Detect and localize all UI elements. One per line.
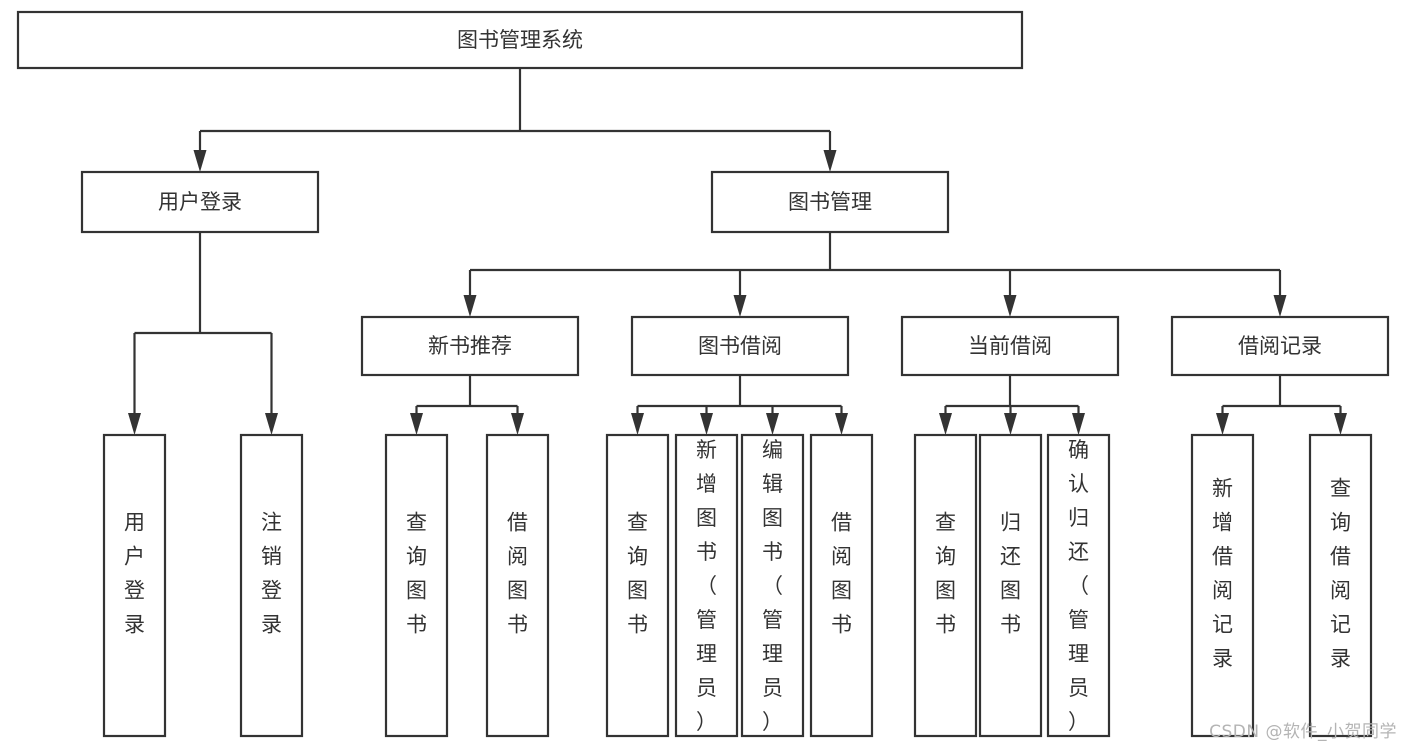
- connector-group-current-borrow: [939, 375, 1085, 435]
- connector-group-user-login: [128, 232, 278, 435]
- node-label: 当前借阅: [968, 334, 1052, 358]
- node-leaf-return-book[interactable]: 归还图书: [978, 433, 1043, 738]
- node-leaf-edit-book[interactable]: 编辑图书（管理员）: [740, 433, 805, 738]
- node-leaf-query-book-bb[interactable]: 查询图书: [605, 433, 670, 738]
- connector-group-book-borrow: [631, 375, 848, 435]
- node-leaf-confirm-return[interactable]: 确认归还（管理员）: [1046, 433, 1111, 738]
- node-layer: 图书管理系统用户登录图书管理新书推荐图书借阅当前借阅借阅记录用户登录注销登录查询…: [16, 10, 1390, 738]
- node-leaf-query-book-cb[interactable]: 查询图书: [913, 433, 978, 738]
- node-label: 注销登录: [261, 511, 282, 637]
- node-box: [1190, 433, 1255, 738]
- node-label: 查询图书: [406, 511, 427, 637]
- node-book-borrow[interactable]: 图书借阅: [630, 315, 850, 377]
- connector-group-root: [193, 68, 837, 172]
- node-label: 用户登录: [124, 511, 145, 637]
- arrow-head-icon: [410, 413, 423, 435]
- arrow-head-icon: [939, 413, 952, 435]
- arrow-head-icon: [835, 413, 848, 435]
- node-box: [485, 433, 550, 738]
- arrow-head-icon: [463, 295, 477, 317]
- node-box: [605, 433, 670, 738]
- node-box: [913, 433, 978, 738]
- node-label: 图书管理: [788, 190, 872, 214]
- node-leaf-logout[interactable]: 注销登录: [239, 433, 304, 738]
- node-current-borrow[interactable]: 当前借阅: [900, 315, 1120, 377]
- node-box: [360, 315, 580, 377]
- arrow-head-icon: [700, 413, 713, 435]
- arrow-head-icon: [193, 150, 207, 172]
- connector-layer: [128, 68, 1347, 435]
- node-user-login[interactable]: 用户登录: [80, 170, 320, 234]
- node-leaf-borrow-book-bb[interactable]: 借阅图书: [809, 433, 874, 738]
- connector-group-book-manage: [463, 232, 1287, 317]
- node-box: [1046, 433, 1111, 738]
- node-label: 图书借阅: [698, 334, 782, 358]
- node-label: 借阅图书: [507, 511, 528, 637]
- arrow-head-icon: [1003, 295, 1017, 317]
- node-label: 编辑图书（管理员）: [762, 438, 783, 734]
- node-leaf-add-book[interactable]: 新增图书（管理员）: [674, 433, 739, 738]
- node-label: 新增借阅记录: [1212, 477, 1233, 671]
- arrow-head-icon: [766, 413, 779, 435]
- node-leaf-query-book-rec[interactable]: 查询图书: [384, 433, 449, 738]
- node-box: [1308, 433, 1373, 738]
- node-book-manage[interactable]: 图书管理: [710, 170, 950, 234]
- node-box: [809, 433, 874, 738]
- arrow-head-icon: [631, 413, 644, 435]
- arrow-head-icon: [511, 413, 524, 435]
- node-label: 新书推荐: [428, 334, 512, 358]
- node-leaf-query-record[interactable]: 查询借阅记录: [1308, 433, 1373, 738]
- node-box: [630, 315, 850, 377]
- node-leaf-user-login[interactable]: 用户登录: [102, 433, 167, 738]
- node-label: 归还图书: [1000, 511, 1021, 637]
- arrow-head-icon: [265, 413, 278, 435]
- node-label: 借阅记录: [1238, 334, 1322, 358]
- node-box: [239, 433, 304, 738]
- node-borrow-record[interactable]: 借阅记录: [1170, 315, 1390, 377]
- arrow-head-icon: [128, 413, 141, 435]
- node-label: 借阅图书: [831, 511, 852, 637]
- node-label: 查询图书: [627, 511, 648, 637]
- node-label: 新增图书（管理员）: [696, 438, 717, 734]
- arrow-head-icon: [1273, 295, 1287, 317]
- node-label: 图书管理系统: [457, 28, 583, 52]
- node-box: [102, 433, 167, 738]
- node-leaf-add-record[interactable]: 新增借阅记录: [1190, 433, 1255, 738]
- watermark-label: CSDN @软件_小贺同学: [1209, 722, 1397, 742]
- arrow-head-icon: [1216, 413, 1229, 435]
- node-box: [710, 170, 950, 234]
- node-label: 查询图书: [935, 511, 956, 637]
- node-box: [674, 433, 739, 738]
- node-leaf-borrow-book-rec[interactable]: 借阅图书: [485, 433, 550, 738]
- connector-group-new-book-rec: [410, 375, 524, 435]
- node-box: [16, 10, 1024, 70]
- node-box: [978, 433, 1043, 738]
- node-label: 用户登录: [158, 190, 242, 214]
- node-label: 查询借阅记录: [1330, 477, 1351, 671]
- node-box: [80, 170, 320, 234]
- node-label: 确认归还（管理员）: [1068, 438, 1089, 734]
- node-box: [740, 433, 805, 738]
- node-box: [384, 433, 449, 738]
- node-root[interactable]: 图书管理系统: [16, 10, 1024, 70]
- connector-group-borrow-record: [1216, 375, 1347, 435]
- node-new-book-rec[interactable]: 新书推荐: [360, 315, 580, 377]
- arrow-head-icon: [1334, 413, 1347, 435]
- arrow-head-icon: [733, 295, 747, 317]
- arrow-head-icon: [1004, 413, 1017, 435]
- node-box: [1170, 315, 1390, 377]
- arrow-head-icon: [1072, 413, 1085, 435]
- arrow-head-icon: [823, 150, 837, 172]
- node-box: [900, 315, 1120, 377]
